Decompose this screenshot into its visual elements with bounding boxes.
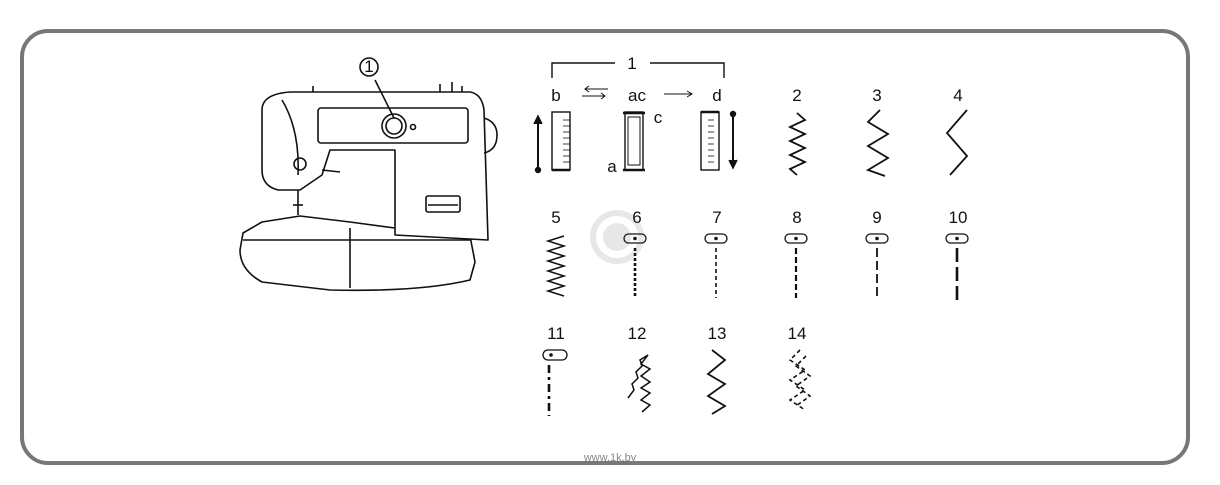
mode-group-label: 1: [627, 54, 636, 73]
stitch-14-icon: [788, 349, 812, 411]
stitch-label-13: 13: [708, 324, 727, 343]
stitch-label-2: 2: [792, 86, 801, 105]
buttonhole-b-stitches: [563, 119, 570, 163]
stitch-label-9: 9: [872, 208, 881, 227]
stitch-label-6: 6: [632, 208, 641, 227]
mode-ac-label: ac: [628, 86, 646, 105]
stitch-11-icon: [542, 349, 568, 416]
buttonhole-ac-icon: [623, 111, 645, 172]
stitch-10-icon: [945, 233, 969, 302]
watermark-text: www.1k.by: [583, 452, 637, 464]
buttonhole-d-icon: [700, 110, 738, 171]
stitch-13-icon: [706, 349, 727, 415]
mode-c-label: c: [654, 108, 663, 127]
stitch-label-8: 8: [792, 208, 801, 227]
mode-b-label: b: [551, 86, 560, 105]
stitch-8-icon: [784, 233, 808, 298]
stitch-3-icon: [865, 109, 890, 177]
stitch-4-icon: [945, 109, 969, 176]
buttonhole-b-icon: [533, 111, 571, 174]
machine-callout-label: 1: [364, 57, 373, 76]
stitch-label-4: 4: [953, 86, 962, 105]
stitch-label-5: 5: [551, 208, 560, 227]
stitch-label-12: 12: [628, 324, 647, 343]
mode-group-bracket: [551, 62, 725, 78]
watermark-logo-icon: [590, 210, 644, 264]
stitch-7-icon: [704, 233, 728, 298]
stitch-12-icon: [627, 354, 652, 413]
stitch-label-3: 3: [872, 86, 881, 105]
diagram-panel: [20, 29, 1190, 465]
stitch-label-7: 7: [712, 208, 721, 227]
stitch-6-icon: [623, 233, 647, 298]
mode-a-label: a: [607, 157, 617, 176]
mode-d-label: d: [712, 86, 721, 105]
buttonhole-d-stitches: [708, 119, 714, 163]
stitch-label-14: 14: [788, 324, 807, 343]
stitch-5-icon: [545, 235, 567, 297]
stitch-label-10: 10: [949, 208, 968, 227]
stitch-9-icon: [865, 233, 889, 298]
swap-arrows-icon: [582, 85, 608, 100]
stitch-2-icon: [787, 112, 808, 176]
sewing-machine-illustration: [239, 57, 498, 292]
forward-arrow-icon: [664, 90, 693, 98]
stitch-label-11: 11: [547, 324, 565, 343]
